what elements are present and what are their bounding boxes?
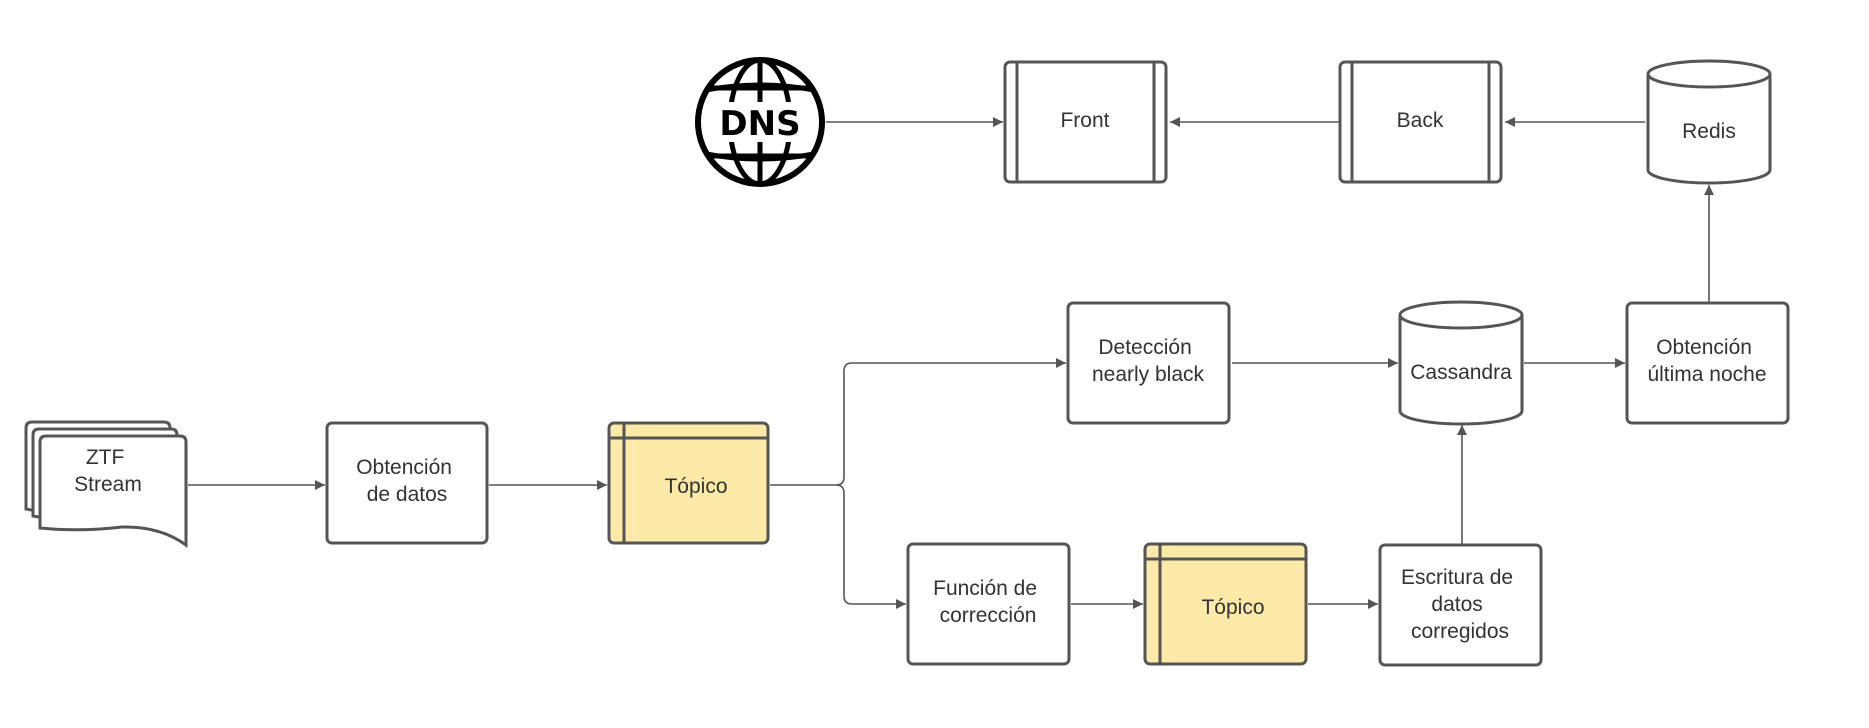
deteccion-node: Detección nearly black — [1066, 301, 1231, 425]
back-label: Back — [1397, 109, 1444, 132]
cassandra-label: Cassandra — [1410, 361, 1512, 384]
edge-topico-deteccion — [770, 358, 1066, 486]
deteccion-label: Detección nearly black — [1092, 336, 1205, 386]
obtencion-noche-label: Obtención última noche — [1647, 336, 1766, 386]
redis-label: Redis — [1682, 120, 1736, 143]
funcion-correccion-node: Función de corrección — [906, 542, 1071, 666]
escritura-label: Escritura de datos corregidos — [1401, 566, 1519, 643]
obtencion-datos-node: Obtención de datos — [325, 421, 489, 545]
ztf-stream-node: ZTF Stream — [24, 420, 188, 548]
obtencion-noche-node: Obtención última noche — [1625, 301, 1790, 425]
dns-globe-node: DNS — [695, 57, 825, 187]
cassandra-node: Cassandra — [1398, 300, 1524, 426]
edge-topico-funcion — [835, 484, 906, 609]
back-node: Back — [1338, 60, 1503, 184]
front-node: Front — [1003, 60, 1168, 184]
topico-1-node: Tópico — [607, 421, 770, 545]
topico-2-label: Tópico — [1201, 596, 1264, 619]
dns-label: DNS — [719, 104, 800, 144]
front-label: Front — [1060, 109, 1109, 132]
topico-1-label: Tópico — [664, 475, 727, 498]
obtencion-datos-label: Obtención de datos — [356, 456, 458, 506]
redis-node: Redis — [1646, 59, 1772, 185]
funcion-correccion-label: Función de corrección — [933, 577, 1043, 627]
ztf-stream-label: ZTF Stream — [74, 446, 142, 496]
escritura-node: Escritura de datos corregidos — [1378, 543, 1543, 667]
topico-2-node: Tópico — [1143, 542, 1308, 666]
